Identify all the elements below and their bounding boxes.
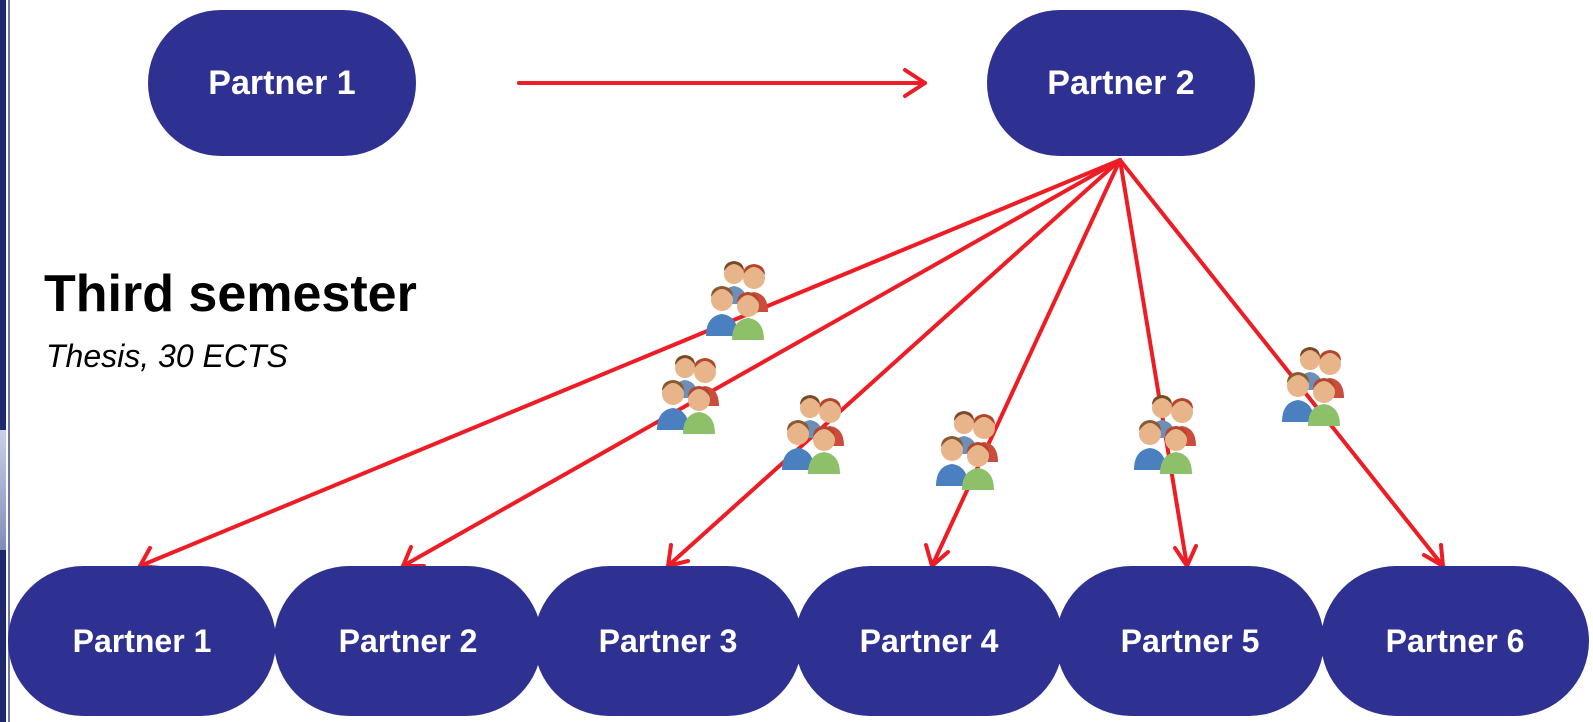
student-group-icon (657, 355, 719, 434)
semester-heading: Third semester (44, 265, 417, 323)
top-partner-1-label: Partner 1 (208, 63, 356, 102)
bottom-partner-5-label: Partner 5 (1120, 622, 1260, 659)
student-group-icon (1282, 347, 1344, 426)
bottom-partner-6-node: Partner 6 (1321, 566, 1589, 716)
arrow-to-bottom-partner-4 (930, 158, 1122, 568)
bottom-partner-6-label: Partner 6 (1385, 622, 1525, 659)
bottom-partner-4-node: Partner 4 (795, 566, 1063, 716)
bottom-partner-1-label: Partner 1 (72, 622, 212, 659)
arrow-to-bottom-partner-1 (138, 158, 1122, 568)
student-group-icon (1134, 395, 1196, 474)
student-group-icon (782, 395, 844, 474)
student-group-icon (936, 411, 998, 490)
semester-subheading: Thesis, 30 ECTS (46, 338, 288, 374)
bottom-partner-1-node: Partner 1 (8, 566, 276, 716)
arrow-to-bottom-partner-2 (401, 158, 1122, 568)
student-group-icon (706, 261, 768, 340)
bottom-partner-2-node: Partner 2 (274, 566, 542, 716)
left-edge-line (8, 0, 10, 722)
top-partner-2-label: Partner 2 (1047, 63, 1195, 102)
left-edge-accent (0, 430, 6, 550)
bottom-partner-3-label: Partner 3 (598, 622, 738, 659)
top-partner-1-node: Partner 1 (148, 10, 416, 156)
top-partner-2-node: Partner 2 (987, 10, 1255, 156)
arrowhead-top-partner-2 (903, 68, 927, 98)
arrow-to-bottom-partner-5 (1118, 158, 1189, 568)
bottom-partner-2-label: Partner 2 (338, 622, 478, 659)
bottom-partner-5-node: Partner 5 (1056, 566, 1324, 716)
bottom-partner-4-label: Partner 4 (859, 622, 999, 659)
bottom-partner-3-node: Partner 3 (534, 566, 802, 716)
arrow-to-bottom-partner-3 (666, 158, 1122, 568)
left-edge-bar (0, 0, 6, 722)
arrow-to-bottom-partner-6 (1118, 158, 1445, 568)
